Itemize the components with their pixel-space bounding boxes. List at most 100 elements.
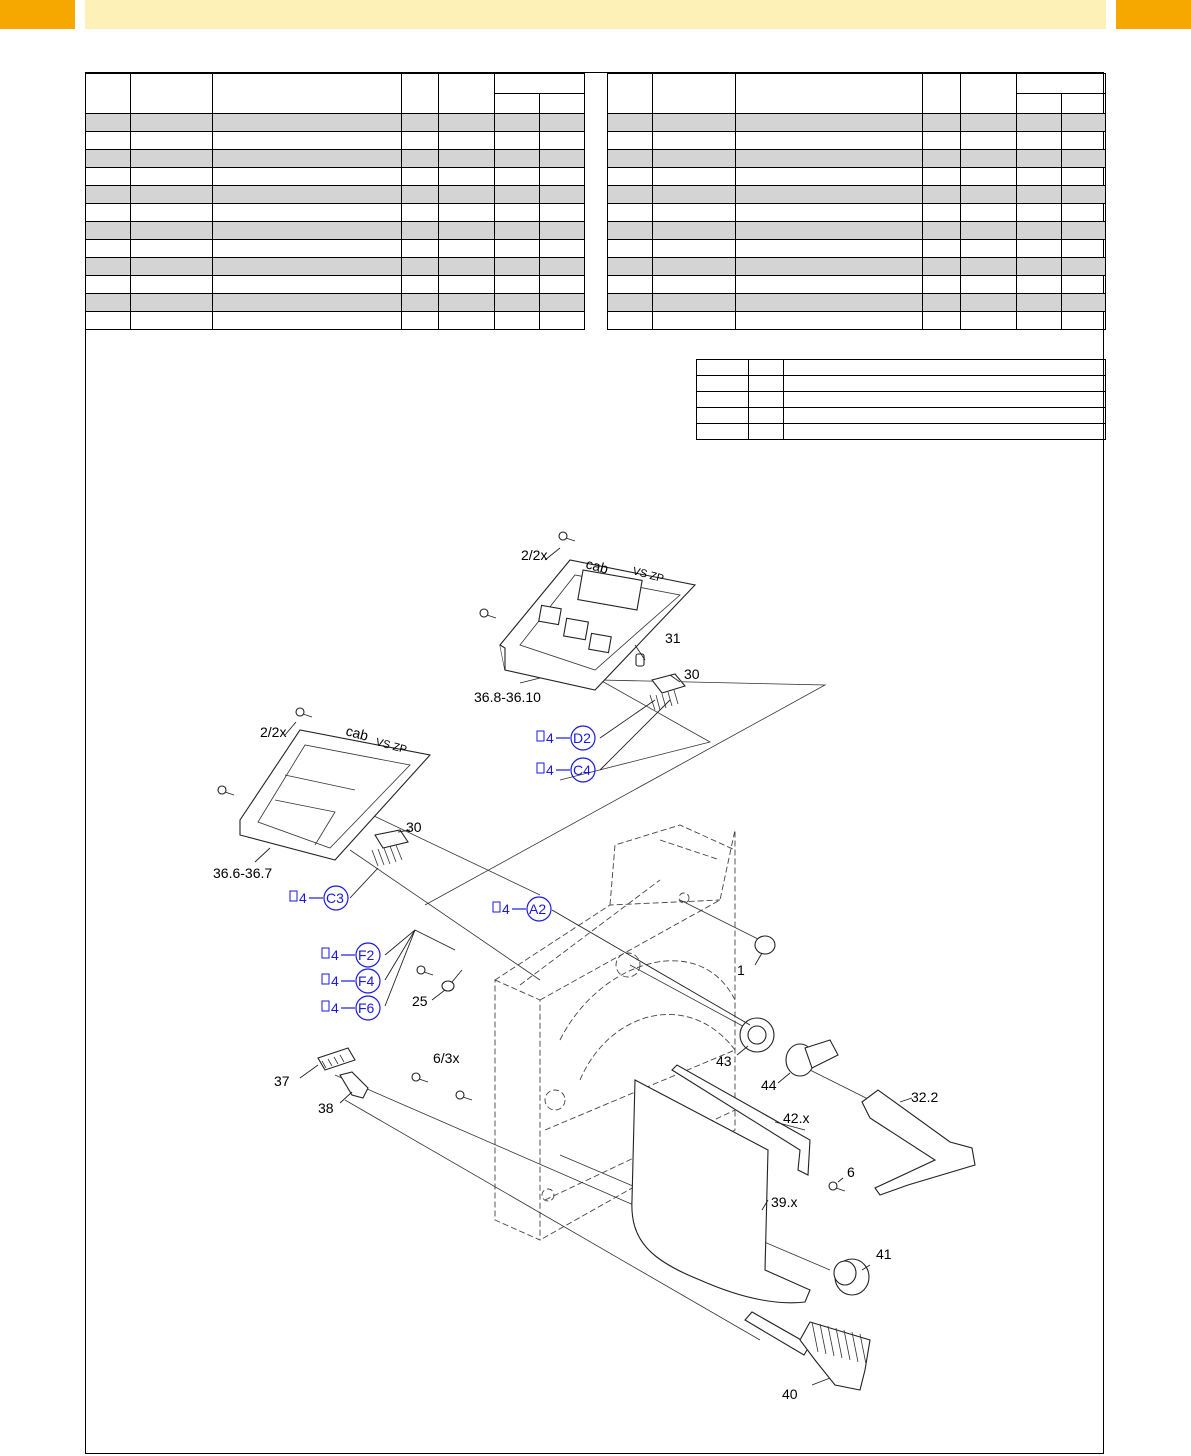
- table-cell: [539, 185, 585, 204]
- document-icon: [536, 762, 545, 774]
- table-cell: [1061, 293, 1106, 312]
- reference-f2[interactable]: 4 F2: [321, 942, 381, 968]
- table-cell: [1016, 293, 1062, 312]
- table-header-cell: [438, 73, 495, 114]
- reference-c3[interactable]: 4 C3: [289, 885, 349, 911]
- document-icon: [321, 973, 330, 985]
- table-row: [696, 359, 1106, 376]
- callout-comb: 40: [782, 1386, 798, 1402]
- table-cell: [1061, 185, 1106, 204]
- screw-icon: [828, 1181, 846, 1192]
- table-cell: [607, 113, 653, 132]
- table-row: [696, 423, 1106, 440]
- table-row: [607, 275, 1106, 294]
- end-cap-1: [754, 935, 776, 955]
- reference-circle: [570, 725, 596, 751]
- callout-arm: 32.2: [911, 1089, 938, 1105]
- table-cell: [494, 149, 540, 168]
- table-row: [85, 149, 585, 168]
- callout-cap: 1: [737, 962, 745, 978]
- reference-page-number: 4: [331, 1000, 339, 1016]
- arm-32-2: [861, 1089, 976, 1196]
- table-cell: [1016, 257, 1062, 276]
- terminal-25: [441, 969, 463, 992]
- table-cell: [960, 257, 1017, 276]
- table-cell: [130, 293, 213, 312]
- table-row: [607, 185, 1106, 204]
- screw-icon: [479, 608, 497, 619]
- table-row: [607, 239, 1106, 258]
- logo-text-top: cab: [584, 555, 610, 576]
- nut-43: [739, 1017, 775, 1053]
- parts-table-left: [85, 73, 585, 330]
- reference-f4[interactable]: 4 F4: [321, 968, 381, 994]
- knob-41: [833, 1258, 870, 1296]
- table-row: [85, 275, 585, 294]
- callout-lever: 38: [318, 1100, 334, 1116]
- callout-cover: 39.x: [771, 1194, 797, 1210]
- table-cell: [494, 293, 540, 312]
- reference-a2[interactable]: 4 A2: [492, 896, 552, 922]
- reference-f6[interactable]: 4 F6: [321, 995, 381, 1021]
- table-row: [607, 257, 1106, 276]
- reference-d2[interactable]: 4 D2: [536, 725, 596, 751]
- table-cell: [783, 423, 1106, 440]
- reference-page-number: 4: [502, 901, 510, 917]
- reference-label: C4: [573, 762, 591, 778]
- table-cell: [85, 149, 131, 168]
- callout-guide: 42.x: [783, 1110, 809, 1126]
- table-cell: [85, 221, 131, 240]
- table-cell: [1061, 221, 1106, 240]
- table-cell: [130, 185, 213, 204]
- reference-circle: [526, 896, 552, 922]
- table-row: [85, 257, 585, 276]
- parts-table-left-body: [85, 73, 585, 330]
- table-cell: [130, 149, 213, 168]
- table-row: [85, 221, 585, 240]
- screw-icon: [558, 531, 576, 542]
- callout-screw: 6: [847, 1164, 855, 1180]
- table-cell: [212, 113, 402, 132]
- table-cell: [735, 185, 923, 204]
- reference-label: D2: [573, 730, 591, 746]
- table-cell: [922, 257, 961, 276]
- table-header-cell: [212, 73, 402, 114]
- table-cell: [539, 257, 585, 276]
- header-band: [85, 0, 1106, 29]
- cover-39: [631, 1079, 811, 1304]
- table-row: [85, 185, 585, 204]
- reference-circle: [355, 995, 381, 1021]
- table-cell: [735, 293, 923, 312]
- table-cell: [607, 149, 653, 168]
- screw-icon: [411, 1072, 429, 1083]
- table-cell: [539, 311, 585, 330]
- drawing-frame: [85, 72, 1104, 1454]
- screw-icon: [217, 785, 235, 796]
- table-cell: [539, 149, 585, 168]
- reference-circle: [355, 968, 381, 994]
- spring-37: [317, 1047, 356, 1071]
- table-cell: [607, 221, 653, 240]
- table-cell: [922, 149, 961, 168]
- connectors: [371, 653, 686, 867]
- table-cell: [1016, 149, 1062, 168]
- screws: [217, 531, 846, 1192]
- callout-panel-top: 36.8-36.10: [474, 689, 541, 705]
- reference-circle: [355, 942, 381, 968]
- document-icon: [492, 901, 501, 913]
- table-cell: [438, 113, 495, 132]
- table-cell: [735, 113, 923, 132]
- reference-circle: [323, 885, 349, 911]
- screw-icon: [416, 965, 434, 976]
- table-cell: [1061, 257, 1106, 276]
- reference-c4[interactable]: 4 C4: [536, 757, 596, 783]
- reference-label: F6: [358, 1000, 375, 1016]
- table-cell: [652, 185, 736, 204]
- callout-nut: 43: [716, 1053, 732, 1069]
- table-cell: [960, 113, 1017, 132]
- table-row: [85, 239, 585, 258]
- table-cell: [85, 185, 131, 204]
- parts-table-small: [696, 359, 1106, 440]
- table-cell: [652, 149, 736, 168]
